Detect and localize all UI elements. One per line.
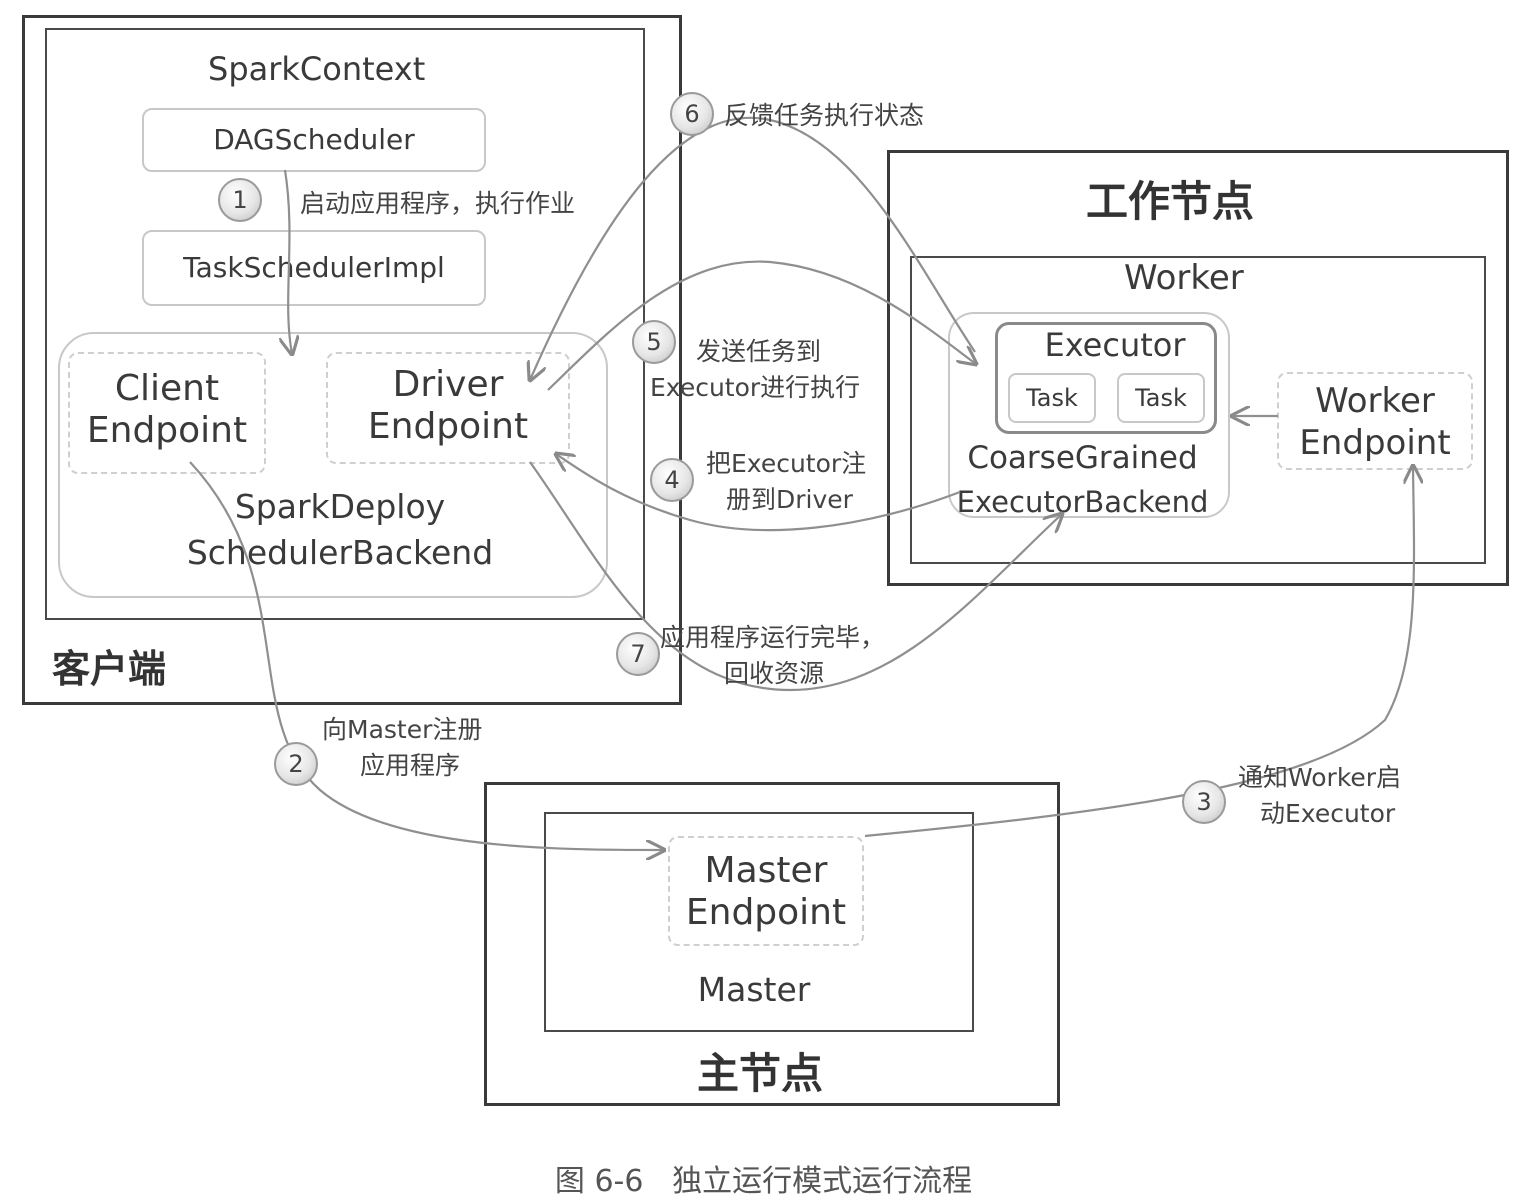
- task-label-1: Task: [1026, 384, 1078, 412]
- step-7-text-2: 回收资源: [724, 659, 825, 688]
- taskschedulerimpl-box: TaskSchedulerImpl: [142, 230, 486, 306]
- worker-node-label: 工作节点: [1086, 177, 1255, 226]
- client-zone: [22, 15, 682, 705]
- master-endpoint-label-2: Endpoint: [685, 892, 847, 933]
- master-endpoint-box: Master Endpoint: [668, 836, 864, 946]
- driver-endpoint-label-2: Endpoint: [367, 406, 529, 447]
- step-2-badge: 2: [274, 742, 318, 786]
- step-2-text-2: 应用程序: [360, 751, 461, 780]
- worker-endpoint-label-1: Worker: [1315, 381, 1435, 421]
- step-5-text: 发送任务到 Executor进行执行: [650, 334, 860, 406]
- arrow-step-4: [556, 454, 961, 532]
- step-3-badge: 3: [1182, 780, 1226, 824]
- arrow-step-1: [285, 169, 292, 354]
- worker-endpoint-label-2: Endpoint: [1299, 423, 1451, 463]
- sparkcontext-label: SparkContext: [208, 50, 426, 88]
- master-box: [544, 812, 974, 1032]
- step-6-badge: 6: [670, 92, 714, 136]
- master-node-label: 主节点: [696, 1049, 823, 1098]
- arrow-step-7: [529, 461, 1062, 692]
- step-4-text-2: 册到Driver: [726, 485, 853, 514]
- figure-caption: 图 6-6 独立运行模式运行流程: [554, 1164, 973, 1199]
- master-label: Master: [697, 970, 811, 1009]
- step-1-badge: 1: [218, 178, 262, 222]
- executor-box: [995, 322, 1217, 434]
- worker-endpoint-box: Worker Endpoint: [1277, 372, 1473, 470]
- client-endpoint-label-1: Client: [114, 368, 220, 409]
- master-node-zone: [484, 782, 1060, 1106]
- client-zone-label: 客户端: [52, 647, 167, 691]
- worker-node-zone: [887, 150, 1509, 586]
- taskschedulerimpl-label: TaskSchedulerImpl: [183, 251, 445, 284]
- step-5-badge: 5: [632, 320, 676, 364]
- arrow-step-3: [864, 466, 1414, 838]
- step-3-text-2: 动Executor: [1260, 799, 1396, 828]
- step-7-badge: 7: [616, 632, 660, 676]
- executor-label: Executor: [1044, 326, 1186, 364]
- dagscheduler-label: DAGScheduler: [213, 123, 415, 156]
- step-5-text-2: Executor进行执行: [650, 373, 861, 402]
- task-box-2: Task: [1117, 373, 1205, 423]
- sparkdeploy-label: SparkDeploy SchedulerBackend: [150, 484, 530, 576]
- coarsegrained-label-1: CoarseGrained: [967, 440, 1198, 476]
- dagscheduler-box: DAGScheduler: [142, 108, 486, 172]
- step-5-text-1: 发送任务到: [696, 337, 822, 366]
- master-endpoint-label-1: Master: [704, 850, 828, 891]
- step-1-text: 启动应用程序，执行作业: [300, 189, 576, 218]
- arrow-step-2: [189, 461, 664, 850]
- step-4-text: 把Executor注 册到Driver: [706, 446, 866, 518]
- sparkdeploy-label-2: SchedulerBackend: [186, 533, 494, 572]
- driver-endpoint-label-1: Driver: [392, 364, 504, 405]
- step-2-text: 向Master注册 应用程序: [322, 712, 482, 784]
- step-2-text-1: 向Master注册: [322, 715, 483, 744]
- step-6-text: 反馈任务执行状态: [724, 101, 925, 130]
- task-label-2: Task: [1135, 384, 1187, 412]
- step-4-text-1: 把Executor注: [706, 449, 867, 478]
- driver-endpoint-box: Driver Endpoint: [326, 352, 570, 464]
- step-3-text-1: 通知Worker启: [1238, 763, 1402, 792]
- coarsegrained-executorbackend-box: [948, 312, 1230, 518]
- coarsegrained-label-2: ExecutorBackend: [956, 485, 1209, 519]
- sparkdeploy-label-1: SparkDeploy: [234, 487, 446, 526]
- coarsegrained-label: CoarseGrained ExecutorBackend: [950, 436, 1215, 524]
- worker-label: Worker: [1124, 258, 1244, 298]
- client-endpoint-label-2: Endpoint: [86, 410, 248, 451]
- task-box-1: Task: [1008, 373, 1096, 423]
- worker-box: [910, 256, 1486, 564]
- step-4-badge: 4: [650, 458, 694, 502]
- step-3-text: 通知Worker启 动Executor: [1238, 760, 1401, 832]
- arrow-step-6: [530, 116, 976, 380]
- step-7-text-1: 应用程序运行完毕，: [660, 623, 886, 652]
- step-7-text: 应用程序运行完毕， 回收资源: [660, 620, 885, 692]
- arrow-step-5: [547, 260, 976, 391]
- client-endpoint-box: Client Endpoint: [68, 352, 266, 474]
- sparkdeploy-schedulerbackend-box: [58, 332, 608, 598]
